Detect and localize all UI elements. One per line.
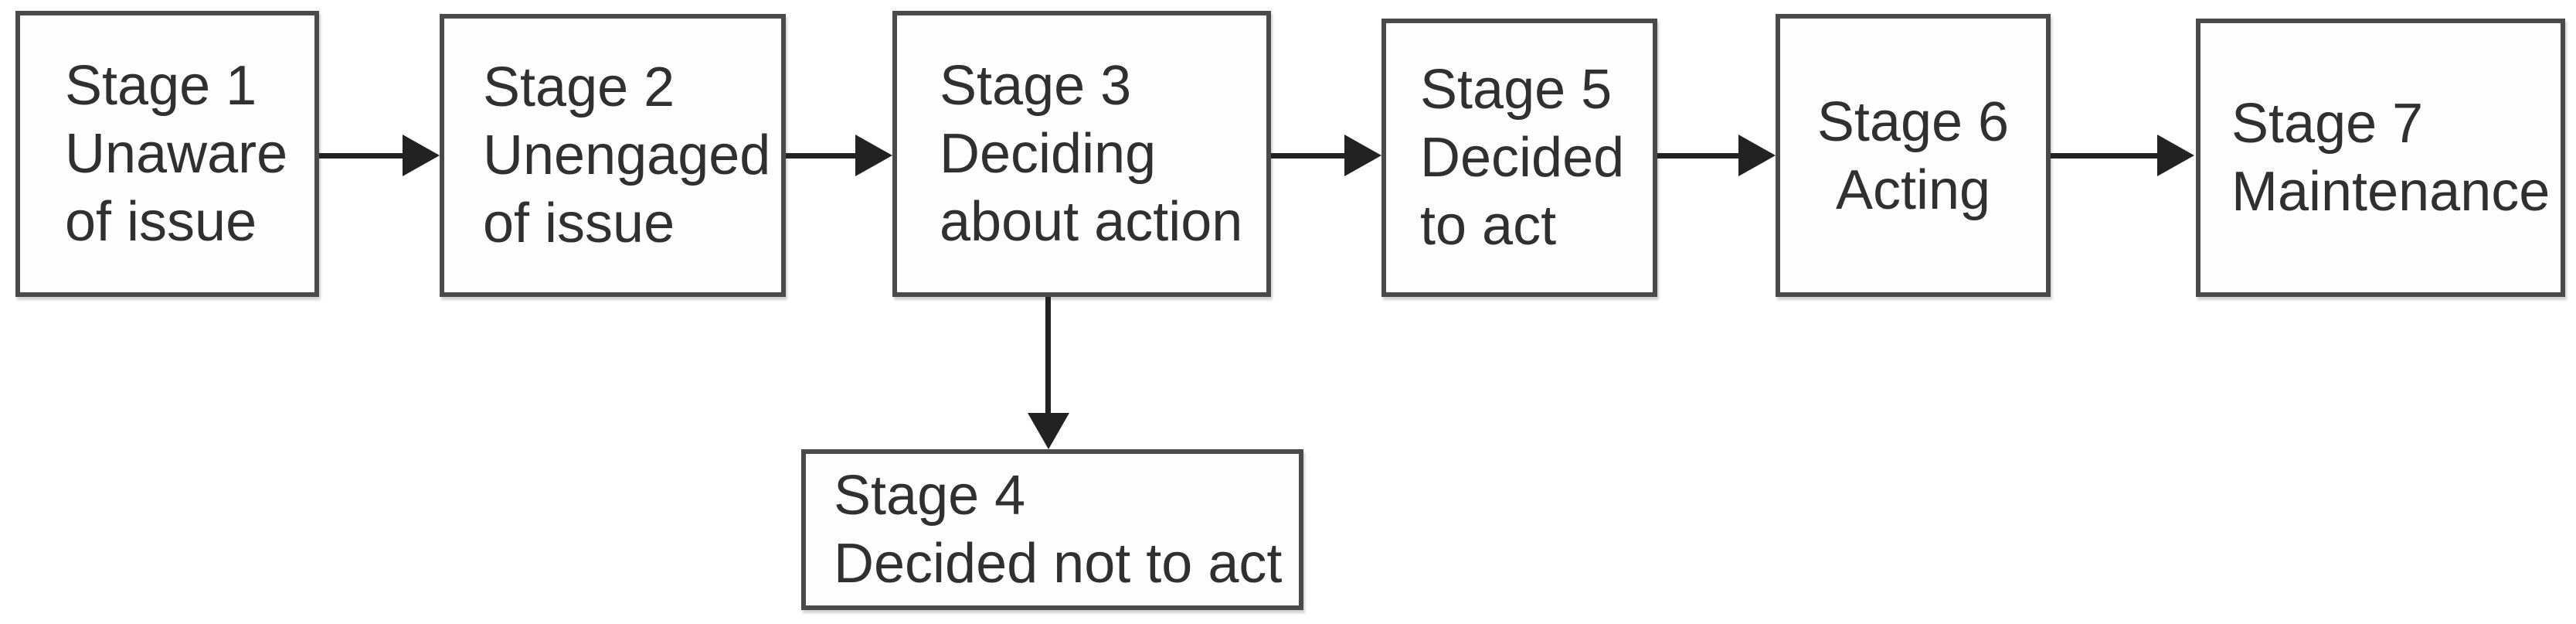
- stage-7-line-1: Stage 7: [2231, 93, 2424, 155]
- stage-2-box: Stage 2 Unengaged of issue: [440, 14, 786, 297]
- stage-5-line-3: to act: [1420, 195, 1557, 257]
- stage-3-line-2: Deciding: [940, 123, 1157, 185]
- stage-6-box: Stage 6 Acting: [1776, 14, 2051, 297]
- arrow-right-icon: [403, 135, 440, 176]
- arrow-right-icon: [1738, 135, 1776, 176]
- stage-5-line-2: Decided: [1420, 127, 1625, 189]
- stage-1-line-1: Stage 1: [65, 55, 257, 117]
- arrow-shaft: [319, 153, 404, 159]
- arrow-shaft: [2051, 153, 2159, 159]
- stage-5-box: Stage 5 Decided to act: [1381, 19, 1657, 297]
- arrow-shaft: [1657, 153, 1740, 159]
- stage-2-line-1: Stage 2: [483, 56, 675, 118]
- stage-4-line-2: Decided not to act: [834, 533, 1283, 595]
- stage-3-line-3: about action: [940, 191, 1243, 253]
- stage-6-line-1: Stage 6: [1816, 91, 2010, 153]
- stage-2-line-2: Unengaged: [483, 124, 771, 186]
- stage-4-box: Stage 4 Decided not to act: [801, 449, 1303, 610]
- arrow-shaft: [1271, 153, 1346, 159]
- arrow-right-icon: [855, 135, 892, 176]
- stage-5-line-1: Stage 5: [1420, 59, 1613, 121]
- stage-7-line-2: Maintenance: [2231, 161, 2551, 223]
- stage-6-line-2: Acting: [1835, 159, 1991, 221]
- stage-1-line-3: of issue: [65, 191, 257, 253]
- stage-4-line-1: Stage 4: [834, 465, 1026, 527]
- stage-3-line-1: Stage 3: [940, 55, 1132, 117]
- stage-3-box: Stage 3 Deciding about action: [892, 11, 1271, 297]
- arrow-shaft: [786, 153, 857, 159]
- stage-1-line-2: Unaware: [65, 123, 288, 185]
- stage-1-box: Stage 1 Unaware of issue: [15, 11, 319, 297]
- arrow-right-icon: [1344, 135, 1381, 176]
- arrow-right-icon: [2157, 135, 2194, 176]
- arrow-down-icon: [1028, 413, 1069, 449]
- stage-7-box: Stage 7 Maintenance: [2196, 19, 2565, 297]
- arrow-shaft: [1045, 297, 1051, 413]
- stage-2-line-3: of issue: [483, 193, 675, 254]
